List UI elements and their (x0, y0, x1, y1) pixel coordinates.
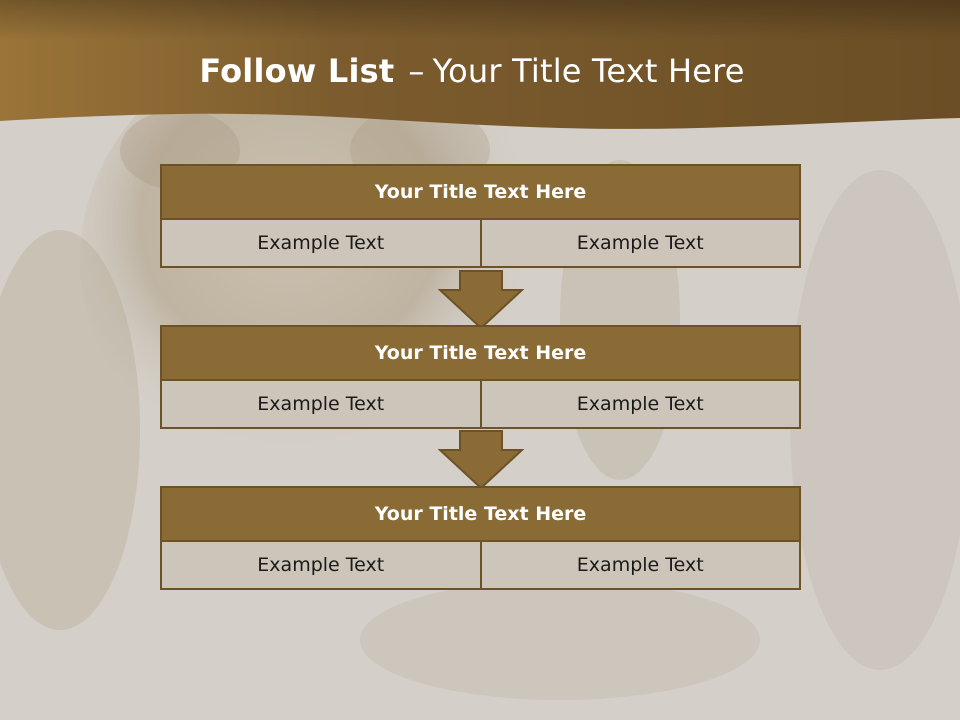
block-2-cell-left[interactable]: Example Text (160, 379, 482, 429)
list-block-1: Your Title Text Here Example Text Exampl… (160, 164, 801, 268)
slide-title-bold: Follow List (199, 52, 395, 90)
block-2-row: Example Text Example Text (160, 379, 801, 429)
list-block-2: Your Title Text Here Example Text Exampl… (160, 325, 801, 429)
block-1-cell-left[interactable]: Example Text (160, 218, 482, 268)
block-2-title[interactable]: Your Title Text Here (160, 325, 801, 381)
slide-title: Follow List–Your Title Text Here (0, 52, 944, 90)
slide-title-separator: – (408, 52, 425, 90)
block-1-cell-right[interactable]: Example Text (479, 218, 801, 268)
block-1-row: Example Text Example Text (160, 218, 801, 268)
arrow-down-icon (438, 430, 524, 490)
block-3-row: Example Text Example Text (160, 540, 801, 590)
block-1-title[interactable]: Your Title Text Here (160, 164, 801, 220)
arrow-down-icon (438, 270, 524, 330)
block-2-cell-right[interactable]: Example Text (479, 379, 801, 429)
block-3-cell-right[interactable]: Example Text (479, 540, 801, 590)
block-3-title[interactable]: Your Title Text Here (160, 486, 801, 542)
slide-title-rest: Your Title Text Here (432, 52, 745, 90)
list-block-3: Your Title Text Here Example Text Exampl… (160, 486, 801, 590)
block-3-cell-left[interactable]: Example Text (160, 540, 482, 590)
